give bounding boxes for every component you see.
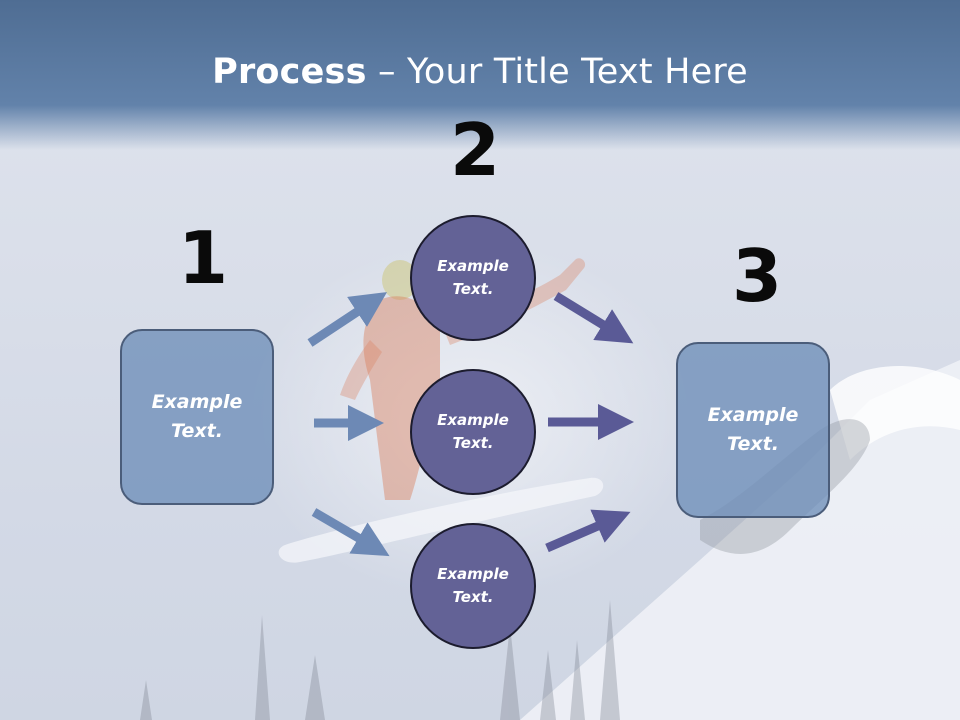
step-number-2: 2 bbox=[450, 108, 501, 192]
slide-title: Process – Your Title Text Here bbox=[0, 52, 960, 92]
circle-top-label-line1: Example bbox=[437, 257, 509, 275]
circle-top-label-line2: Text. bbox=[452, 280, 494, 298]
circle-middle-label-line2: Text. bbox=[452, 434, 494, 452]
step-2-circle-middle: Example Text. bbox=[410, 369, 536, 495]
arrow-circle-bottom-to-box3 bbox=[545, 509, 631, 553]
step-3-box: Example Text. bbox=[676, 342, 830, 518]
step-2-circle-top: Example Text. bbox=[410, 215, 536, 341]
circle-bottom-label-line1: Example bbox=[437, 565, 509, 583]
arrow-circle-top-to-box3 bbox=[553, 292, 634, 344]
step-number-1: 1 bbox=[178, 216, 229, 300]
step-3-label-line1: Example bbox=[707, 404, 799, 426]
circle-bottom-label-line2: Text. bbox=[452, 588, 494, 606]
arrow-box1-to-circle-top bbox=[307, 292, 388, 347]
arrow-box1-to-circle-bottom bbox=[311, 508, 390, 557]
step-2-circle-bottom: Example Text. bbox=[410, 523, 536, 649]
circle-middle-label-line1: Example bbox=[437, 411, 509, 429]
title-bold: Process bbox=[212, 52, 367, 92]
title-band bbox=[0, 0, 960, 150]
step-3-label-line2: Text. bbox=[727, 433, 779, 455]
step-1-box: Example Text. bbox=[120, 329, 274, 505]
title-rest: – Your Title Text Here bbox=[366, 52, 748, 92]
step-number-3: 3 bbox=[732, 234, 783, 318]
step-1-label-line1: Example bbox=[151, 391, 243, 413]
step-1-label-line2: Text. bbox=[171, 420, 223, 442]
